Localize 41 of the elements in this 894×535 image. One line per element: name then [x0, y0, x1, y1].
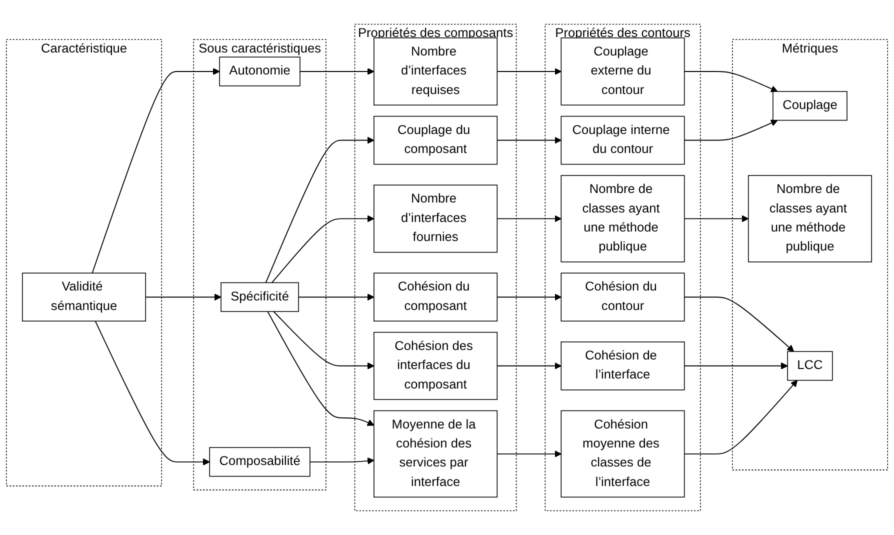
arrow	[92, 68, 220, 274]
node-box: Cohésion du contour	[560, 272, 685, 322]
arrow	[684, 120, 778, 141]
arrow	[496, 294, 562, 301]
arrow	[684, 71, 778, 92]
arrow	[94, 320, 210, 466]
arrow	[684, 380, 798, 454]
node-box: Validité sémantique	[22, 272, 146, 322]
node-box: Cohésion moyenne des classes de l’interface	[560, 410, 685, 498]
arrow	[496, 450, 562, 458]
arrow	[684, 215, 749, 222]
arrow	[496, 215, 562, 222]
arrow	[273, 311, 374, 370]
arrow	[271, 215, 374, 284]
node-box: Couplage interne du contour	[560, 116, 685, 165]
node-box: Cohésion de l’interface	[560, 342, 685, 390]
node-box: Autonomie	[219, 56, 300, 86]
arrow	[298, 294, 374, 301]
arrow	[496, 68, 562, 75]
arrow	[300, 68, 374, 75]
arrow	[684, 296, 794, 352]
node-box: Spécificité	[220, 282, 299, 312]
node-box: Couplage externe du contour	[560, 37, 685, 106]
node-box: Composabilité	[209, 447, 310, 477]
arrow	[145, 294, 222, 301]
node-box: Cohésion des interfaces du composant	[374, 332, 498, 400]
arrow	[267, 311, 374, 426]
node-box: Nombre d’interfaces fournies	[374, 184, 498, 253]
arrow	[496, 136, 562, 144]
arrow	[496, 362, 562, 370]
node-box: Nombre de classes ayant une méthode publique	[560, 175, 685, 262]
arrow	[265, 136, 374, 284]
node-box: Cohésion du composant	[374, 272, 498, 322]
node-box: Nombre d’interfaces requises	[374, 37, 498, 106]
node-box: Moyenne de la cohésion des services par interface	[374, 410, 498, 498]
arrow	[309, 457, 374, 464]
node-box: Nombre de classes ayant une méthode publique	[748, 175, 872, 262]
node-box: LCC	[787, 351, 833, 381]
arrow	[684, 362, 788, 370]
node-box: Couplage du composant	[374, 116, 498, 165]
node-box: Couplage	[772, 91, 848, 121]
